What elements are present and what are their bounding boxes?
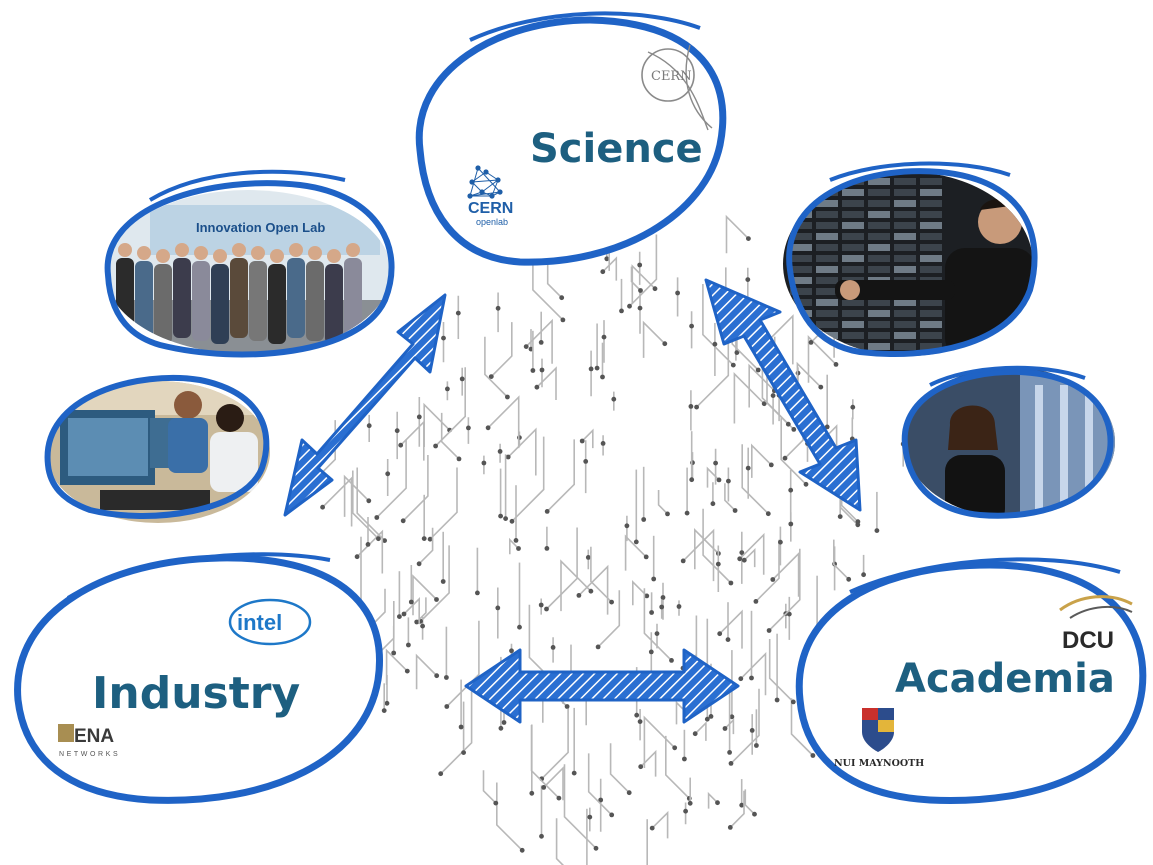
server-racks [790, 178, 942, 350]
svg-text:ENA: ENA [74, 726, 114, 747]
europe-circuit-map [301, 170, 906, 865]
svg-text:NUI MAYNOOTH: NUI MAYNOOTH [834, 758, 924, 769]
arrow-science-academia [704, 278, 862, 512]
banner-text: Innovation Open Lab [196, 220, 325, 235]
science-label: Science [530, 126, 703, 172]
academia-label: Academia [895, 656, 1115, 702]
nui-maynooth-crest-icon: NUI MAYNOOTH [834, 708, 924, 769]
group-of-people [116, 243, 362, 344]
svg-text:CERN: CERN [651, 69, 692, 84]
cern-openlab-logo-icon: CERN openlab [467, 165, 513, 227]
datacenter-photo-bubble [901, 365, 1115, 519]
svg-text:NETWORKS: NETWORKS [59, 751, 120, 758]
academia-hub: Academia DCU NUI MAYNOOTH [795, 557, 1147, 804]
svg-text:DCU: DCU [1062, 627, 1114, 654]
intel-logo-icon: intel [228, 598, 312, 646]
science-hub: Science CERN CERN openlab [415, 11, 727, 266]
group-photo-bubble: Innovation Open Lab [104, 169, 395, 358]
cern-logo-icon: CERN [641, 44, 713, 131]
server-photo-bubble [783, 161, 1038, 357]
lab-photo-bubble [44, 374, 270, 523]
arrow-industry-academia [464, 648, 740, 724]
xena-networks-logo-icon: ENA NETWORKS [58, 724, 120, 758]
dcu-logo-icon: DCU [1059, 595, 1133, 654]
svg-text:CERN: CERN [468, 200, 513, 217]
industry-label: Industry [92, 668, 300, 719]
svg-text:intel: intel [237, 610, 282, 635]
arrow-science-industry [283, 293, 447, 517]
industry-hub: Industry intel ENA NETWORKS [14, 552, 383, 804]
svg-text:openlab: openlab [476, 217, 508, 227]
